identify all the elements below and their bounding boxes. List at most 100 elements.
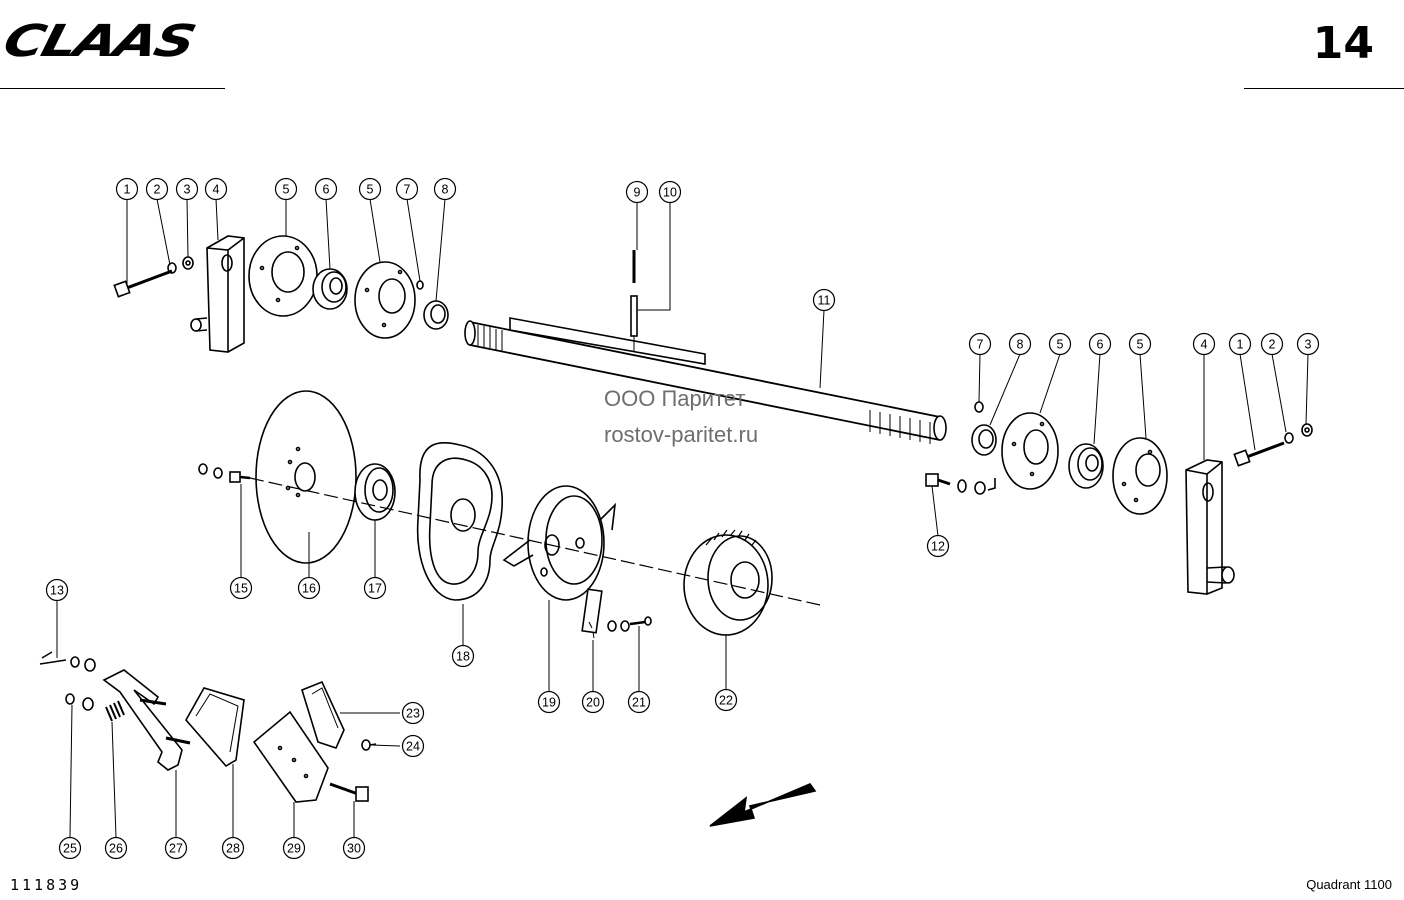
cam-disc-22-part <box>683 529 773 636</box>
callout-15-c15: 15 <box>229 576 253 600</box>
callout-circle <box>627 690 651 714</box>
callout-circle <box>926 534 950 558</box>
callout-8-c8b: 8 <box>1008 332 1032 356</box>
callout-label: 5 <box>367 183 374 197</box>
callout-circle <box>968 332 992 356</box>
callout-label: 7 <box>977 338 984 352</box>
callout-circle <box>145 177 169 201</box>
callout-circle <box>164 836 188 860</box>
callout-label: 6 <box>1097 338 1104 352</box>
nut-right-part <box>1301 423 1313 437</box>
screw-21-part <box>607 616 652 632</box>
collar-left-part <box>423 300 449 330</box>
ball-bearing-left-part <box>312 268 348 310</box>
callout-circle <box>658 180 682 204</box>
callout-circle <box>1008 332 1032 356</box>
clutch-plate-18-part <box>416 441 503 601</box>
callout-circle <box>358 177 382 201</box>
callout-20-c20: 20 <box>581 690 605 714</box>
callout-circle <box>401 701 425 725</box>
callout-label: 2 <box>1269 338 1276 352</box>
callout-3-c3b: 3 <box>1296 332 1320 356</box>
callout-circle <box>342 836 366 860</box>
callout-10-c10: 10 <box>658 180 682 204</box>
callout-circle <box>282 836 306 860</box>
callout-label: 18 <box>456 650 470 664</box>
hair-pin-13-part <box>39 651 67 665</box>
flange-plate-left-outer-part <box>248 235 318 317</box>
callout-8-c8a: 8 <box>433 177 457 201</box>
callout-circle <box>274 177 298 201</box>
figure-number: 111839 <box>10 876 83 894</box>
callout-label: 8 <box>442 183 449 197</box>
callout-11-c11: 11 <box>812 288 836 312</box>
pin-20-part <box>581 588 603 639</box>
callout-circle <box>204 177 228 201</box>
callout-5-c5b: 5 <box>358 177 382 201</box>
callout-label: 4 <box>213 183 220 197</box>
callout-label: 25 <box>63 842 77 856</box>
brake-lining-23-part <box>301 680 345 749</box>
callout-21-c21: 21 <box>627 690 651 714</box>
header-rule-right <box>1244 88 1404 89</box>
callout-label: 3 <box>184 183 191 197</box>
flange-plate-left-inner-part <box>354 261 416 339</box>
callout-label: 5 <box>1137 338 1144 352</box>
callout-label: 27 <box>169 842 183 856</box>
callout-circle <box>363 576 387 600</box>
callout-label: 9 <box>634 186 641 200</box>
brake-pad-28-part <box>185 687 245 768</box>
callout-28-c28: 28 <box>221 836 245 860</box>
header-rule-left <box>0 88 225 89</box>
callout-19-c19: 19 <box>537 690 561 714</box>
callout-12-c12: 12 <box>926 534 950 558</box>
callout-3-c3a: 3 <box>175 177 199 201</box>
callout-circle <box>104 836 128 860</box>
callout-circle <box>433 177 457 201</box>
callout-circle <box>1128 332 1152 356</box>
callout-label: 1 <box>124 183 131 197</box>
bolt-15-part <box>198 463 251 483</box>
callout-27-c27: 27 <box>164 836 188 860</box>
callout-circle <box>1260 332 1284 356</box>
callout-label: 6 <box>323 183 330 197</box>
ball-bearing-right-part <box>1068 443 1104 489</box>
bearing-block-left-part <box>190 235 245 353</box>
callout-circle <box>297 576 321 600</box>
callout-label: 2 <box>154 183 161 197</box>
nut-25-part <box>65 656 94 711</box>
callout-18-c18: 18 <box>451 644 475 668</box>
callout-label: 19 <box>542 696 556 710</box>
callout-circle <box>221 836 245 860</box>
grease-nipple-left-part <box>416 280 424 290</box>
callout-label: 17 <box>368 582 382 596</box>
callout-16-c16: 16 <box>297 576 321 600</box>
callout-label: 12 <box>931 540 945 554</box>
callout-label: 23 <box>406 707 420 721</box>
callout-25-c25: 25 <box>58 836 82 860</box>
large-disc-16-part <box>255 390 357 564</box>
callout-22-c22: 22 <box>714 688 738 712</box>
callout-label: 21 <box>632 696 646 710</box>
friction-plate-19-part <box>502 485 617 601</box>
callout-2-c2b: 2 <box>1260 332 1284 356</box>
callout-24-c24: 24 <box>401 734 425 758</box>
collar-right-part <box>971 424 997 456</box>
washer-left-part <box>167 262 177 274</box>
callout-circle <box>1228 332 1252 356</box>
callout-5-c5c: 5 <box>1048 332 1072 356</box>
callout-circle <box>1048 332 1072 356</box>
callout-circle <box>1296 332 1320 356</box>
callout-label: 4 <box>1201 338 1208 352</box>
callout-6-c6a: 6 <box>314 177 338 201</box>
callout-circle <box>581 690 605 714</box>
callout-label: 1 <box>1237 338 1244 352</box>
callout-circle <box>115 177 139 201</box>
callout-circle <box>625 180 649 204</box>
nut-left-part <box>182 256 194 270</box>
callout-label: 26 <box>109 842 123 856</box>
callout-label: 20 <box>586 696 600 710</box>
washer-right-part <box>1284 432 1294 444</box>
